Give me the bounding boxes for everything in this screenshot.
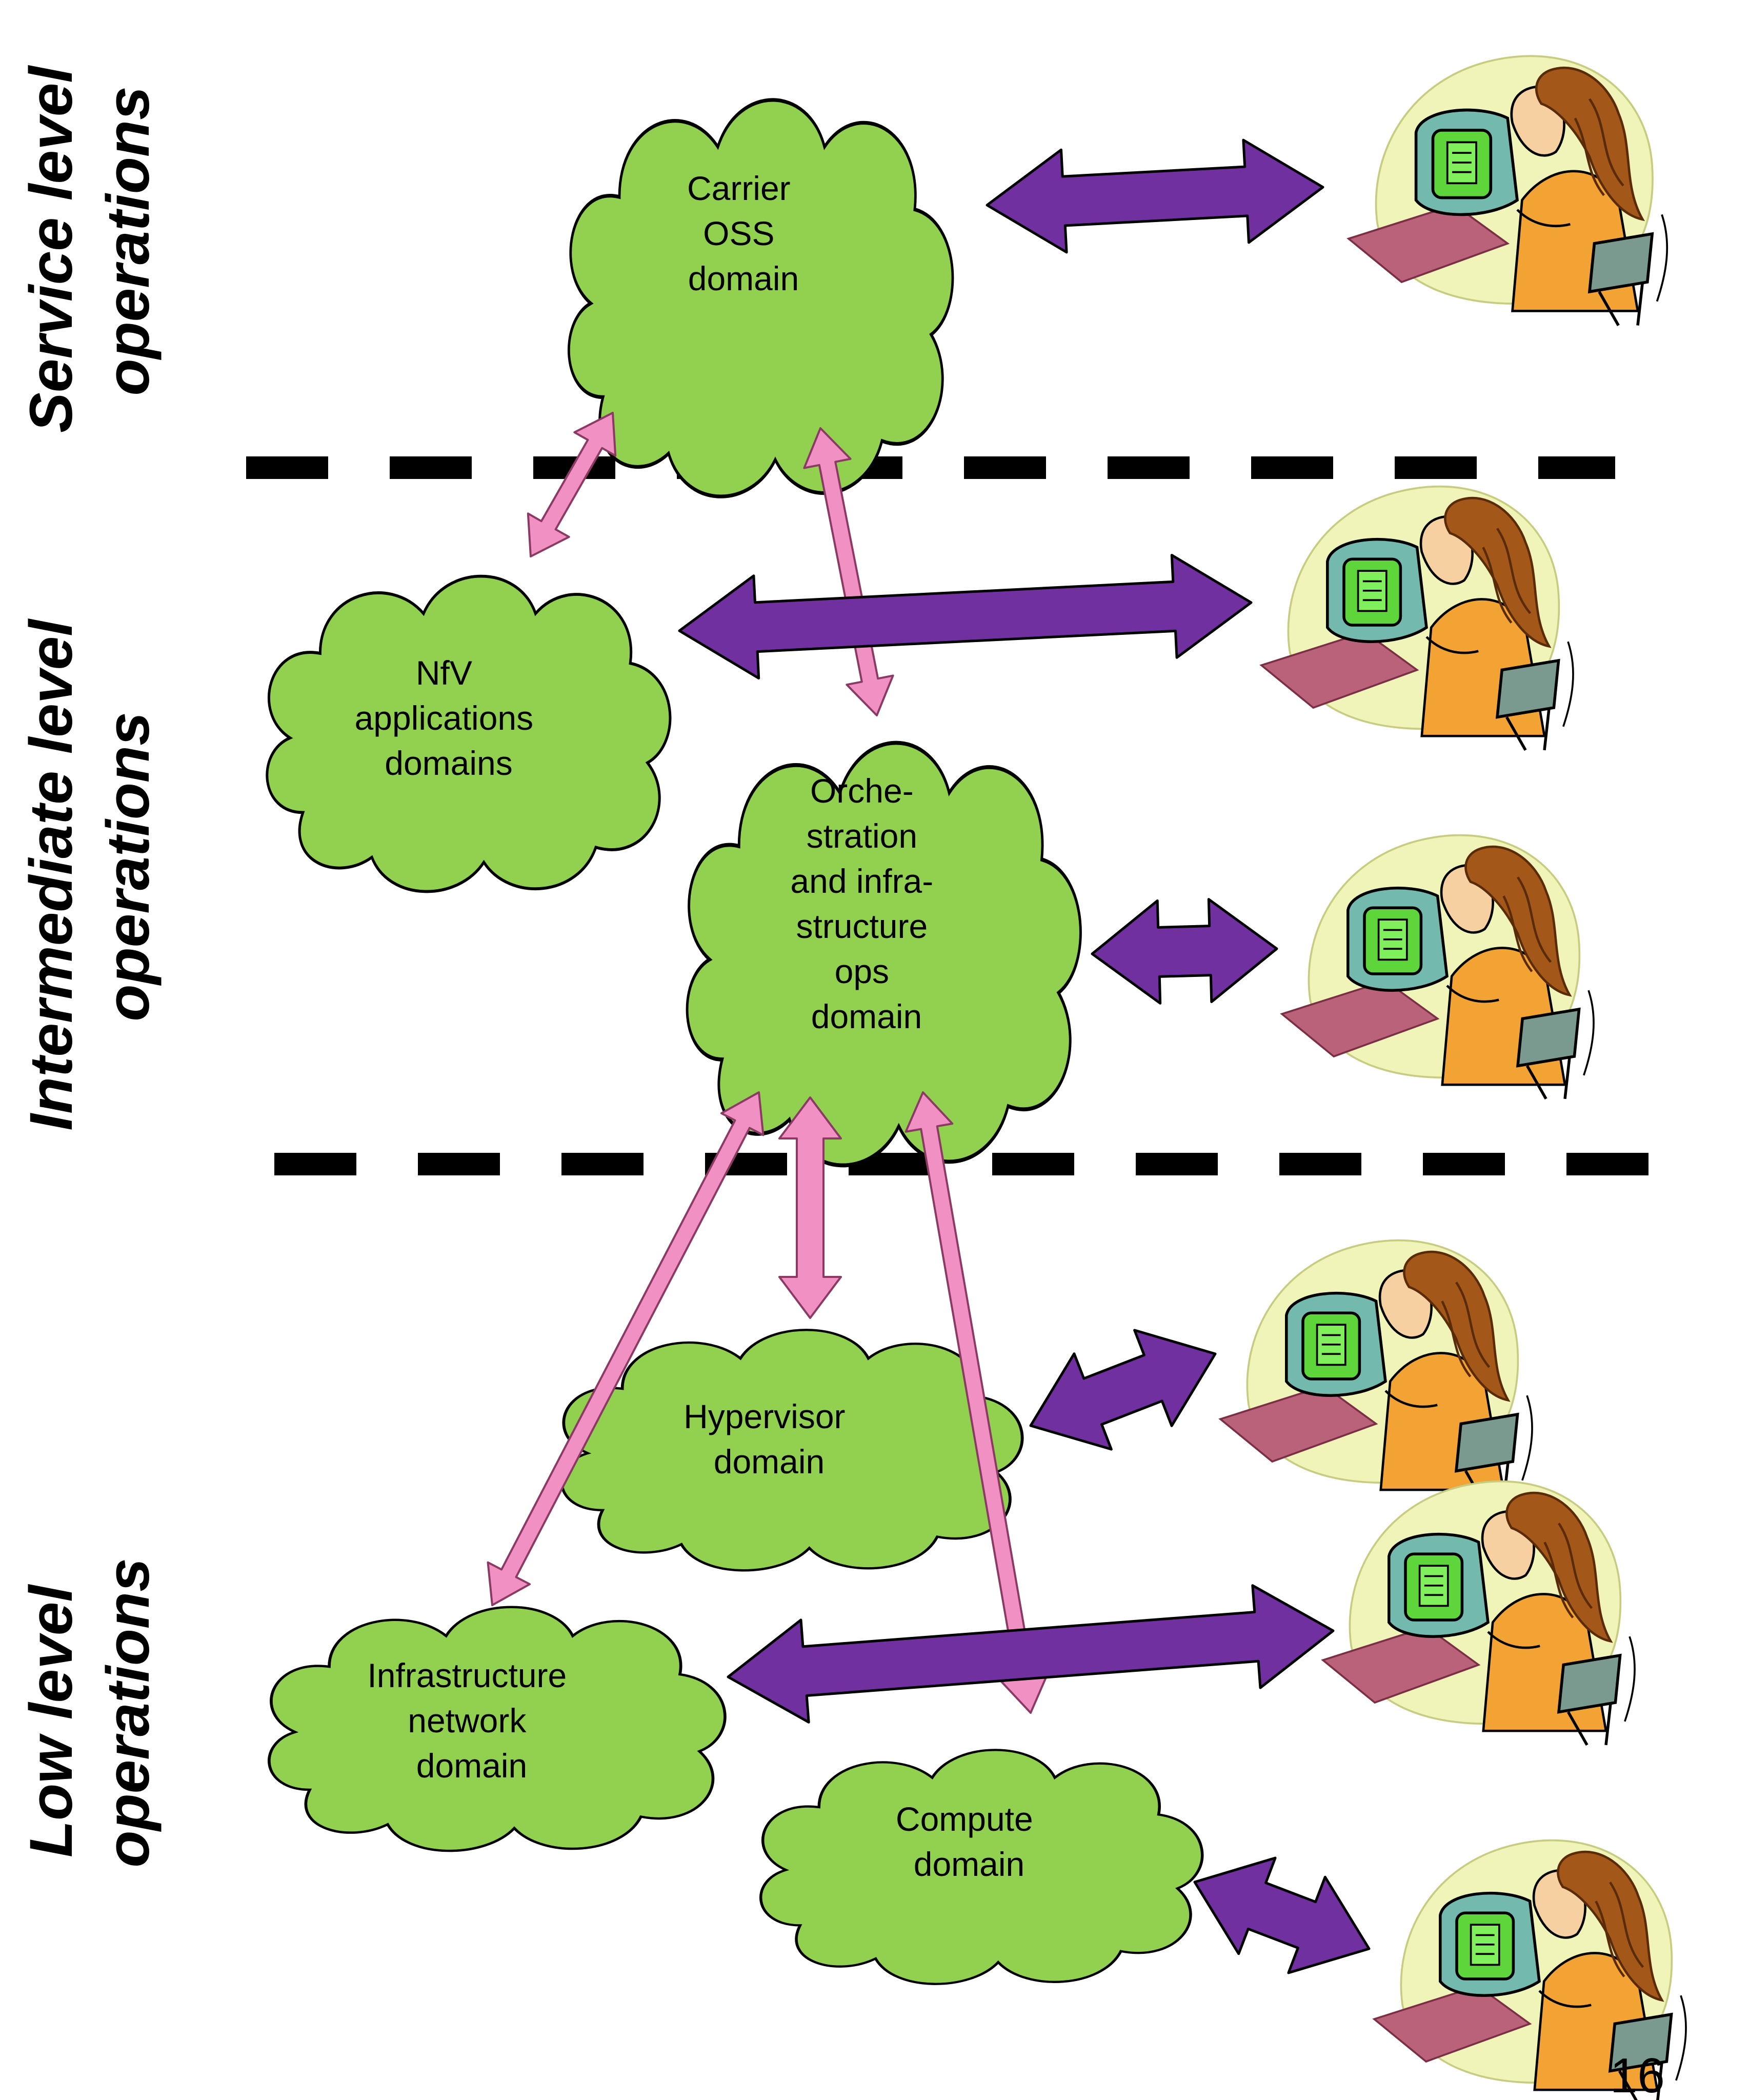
orchestration-hypervisor-arrow <box>778 1096 842 1319</box>
carrier-oss-cloud <box>569 100 953 496</box>
arrows-layer <box>487 138 1371 1974</box>
orchestration-operator-arrow <box>1091 898 1278 1005</box>
compute-operator-arrow <box>1193 1856 1371 1974</box>
infrastructure-operator-arrow <box>727 1584 1335 1724</box>
nfv-operator-icon <box>1261 487 1573 750</box>
nfv-operator-arrow <box>678 554 1253 679</box>
hypervisor-operator-icon <box>1220 1241 1532 1504</box>
nfv-applications-label: NfV applications domains <box>355 654 543 782</box>
low-level-label: Low level operations <box>17 1558 162 1867</box>
orchestration-compute-arrow <box>904 1091 1049 1714</box>
oss-nfv-arrow <box>527 412 617 557</box>
orchestration-infrastructure-arrow <box>487 1091 765 1606</box>
intermediate-level-label: Intermediate level operations <box>17 603 162 1131</box>
hypervisor-label: Hypervisor domain <box>683 1397 855 1481</box>
infrastructure-operator-icon <box>1323 1482 1635 1745</box>
page-number: 16 <box>1610 2048 1665 2100</box>
service-operator-icon <box>1349 56 1667 325</box>
carrier-oss-label: Carrier OSS domain <box>687 169 800 297</box>
hypervisor-operator-arrow <box>1029 1329 1217 1451</box>
infrastructure-network-label: Infrastructure network domain <box>367 1656 576 1785</box>
compute-label: Compute domain <box>896 1800 1042 1883</box>
orchestration-operator-icon <box>1282 835 1594 1099</box>
orchestration-label: Orche- stration and infra- structure ops… <box>790 772 942 1035</box>
service-level-label: Service level operations <box>17 49 162 433</box>
service-operator-arrow <box>986 138 1324 254</box>
